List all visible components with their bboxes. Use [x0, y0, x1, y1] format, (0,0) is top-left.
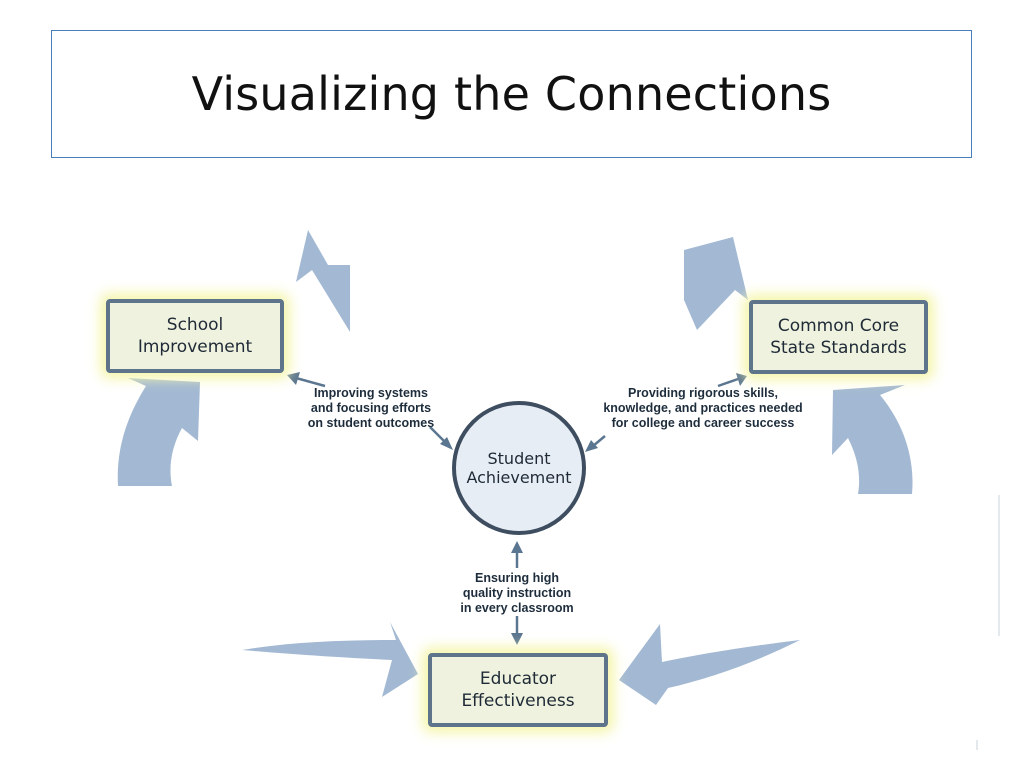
common-core-line-2: State Standards: [770, 338, 907, 358]
cycle-arrow-top-right: [684, 237, 748, 330]
caption-ensuring-line-1: Ensuring high: [474, 571, 560, 585]
cycle-arrow-bottom-right: [619, 624, 800, 705]
connector-student-left: [429, 426, 447, 444]
slide-title: Visualizing the Connections: [191, 67, 832, 121]
caption-ensuring: Ensuring high quality instruction in eve…: [447, 571, 587, 616]
cycle-arrow-left-arc: [117, 378, 200, 486]
connector-down-head: [511, 633, 523, 645]
educator-effectiveness-line-1: Educator: [479, 669, 557, 689]
school-improvement-line-2: Improvement: [137, 337, 253, 357]
connector-student-right-head: [585, 440, 598, 452]
common-core-line-1: Common Core: [777, 316, 900, 336]
title-box: Visualizing the Connections: [51, 30, 972, 158]
caption-improving-line-1: Improving systems: [314, 386, 428, 400]
cycle-arrows: [117, 230, 913, 705]
caption-improving: Improving systems and focusing efforts o…: [291, 386, 451, 431]
educator-effectiveness-line-2: Effectiveness: [461, 691, 575, 711]
cycle-arrow-top-left: [296, 230, 350, 332]
slide-edge-marks: [976, 495, 1000, 750]
caption-improving-line-2: and focusing efforts: [310, 401, 432, 415]
connector-arrows: [287, 372, 747, 645]
caption-providing-line-2: knowledge, and practices needed: [603, 401, 803, 415]
connector-student-right: [592, 435, 606, 447]
connector-up-head: [511, 541, 523, 553]
common-core-box: Common Core State Standards: [749, 300, 928, 374]
connector-common-core-head: [736, 373, 747, 386]
caption-providing-line-3: for college and career success: [611, 416, 795, 430]
caption-providing: Providing rigorous skills, knowledge, an…: [583, 386, 823, 431]
caption-ensuring-line-2: quality instruction: [462, 586, 572, 600]
educator-effectiveness-box: Educator Effectiveness: [428, 653, 608, 727]
cycle-arrow-right-arc: [832, 385, 913, 494]
cycle-arrow-bottom-left: [242, 622, 418, 697]
connector-student-left-head: [440, 437, 453, 450]
caption-providing-line-1: Providing rigorous skills,: [627, 386, 779, 400]
caption-ensuring-line-3: in every classroom: [460, 601, 574, 615]
school-improvement-box: School Improvement: [106, 299, 284, 373]
student-achievement-node: Student Achievement: [452, 401, 586, 535]
student-achievement-line-2: Achievement: [466, 468, 572, 487]
connector-school-head: [287, 372, 300, 385]
connector-school: [295, 376, 326, 388]
connector-common-core: [717, 377, 739, 388]
student-achievement-line-1: Student: [487, 449, 551, 468]
school-improvement-line-1: School: [166, 315, 224, 335]
caption-improving-line-3: on student outcomes: [307, 416, 435, 430]
